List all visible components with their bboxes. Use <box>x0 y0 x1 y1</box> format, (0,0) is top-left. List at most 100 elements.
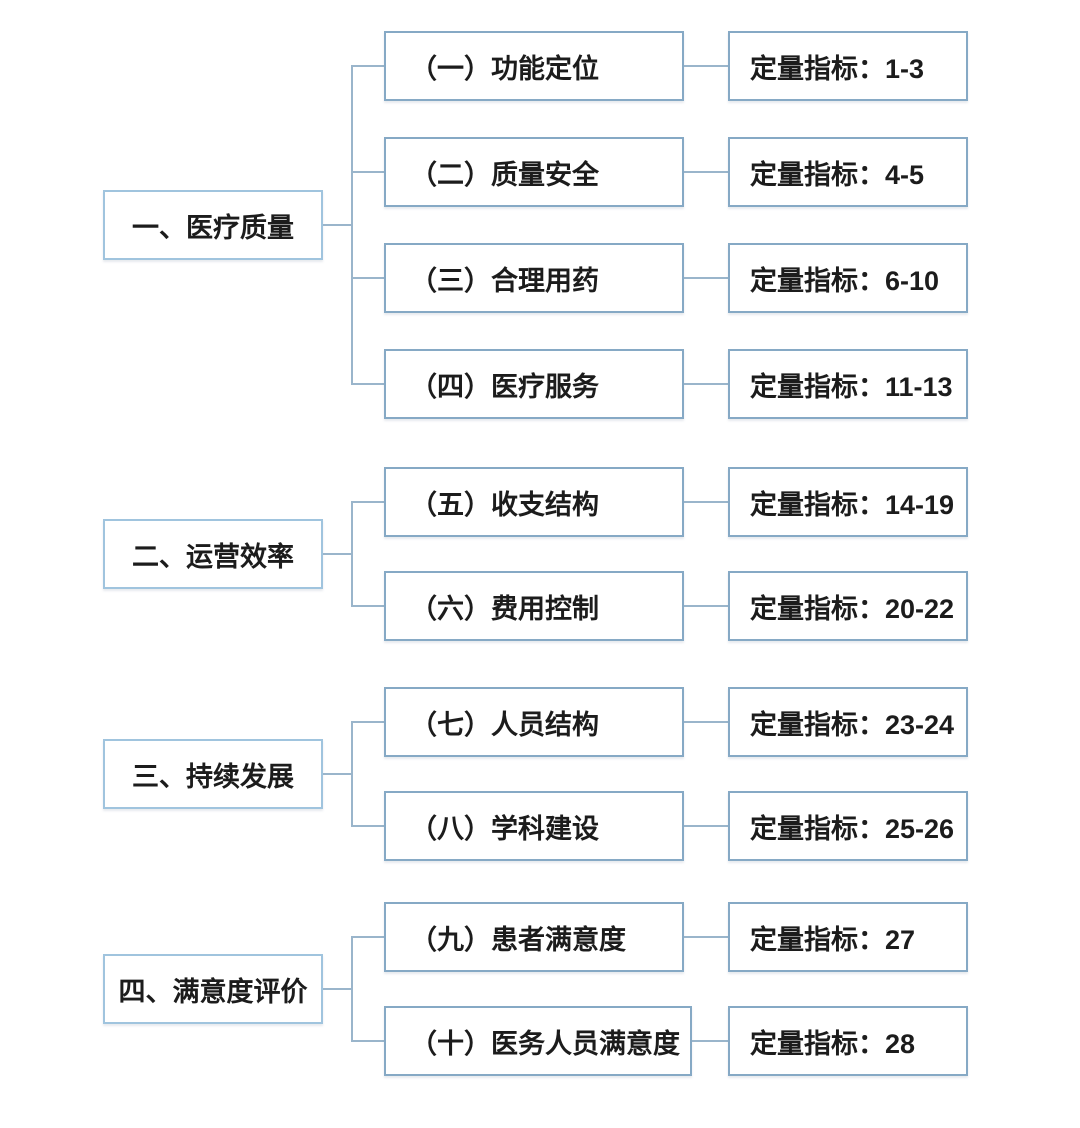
category-label: 二、运营效率 <box>132 541 294 572</box>
indicator-label: 定量指标：1-3 <box>750 53 925 84</box>
indicator-box: 定量指标：6-10 <box>728 243 968 313</box>
subcategory-box: （四）医疗服务 <box>384 349 684 419</box>
connector-branch <box>351 1040 384 1042</box>
subcategory-label: （七）人员结构 <box>410 709 599 740</box>
tree-row: （三）合理用药 定量指标：6-10 <box>351 243 968 313</box>
connector-h-line <box>684 605 728 607</box>
tree-row: （六）费用控制 定量指标：20-22 <box>351 571 968 641</box>
indicator-label: 定量指标：6-10 <box>750 265 940 296</box>
subcategory-slot: （十）医务人员满意度 <box>384 1006 728 1076</box>
subcategory-label: （一）功能定位 <box>410 53 599 84</box>
connector-h-line <box>684 721 728 723</box>
subcategory-box: （六）费用控制 <box>384 571 684 641</box>
category-box: 二、运营效率 <box>103 519 323 589</box>
subcategory-box: （七）人员结构 <box>384 687 684 757</box>
subcategory-label: （十）医务人员满意度 <box>410 1028 680 1059</box>
connector-h-line <box>323 224 351 226</box>
subcategory-box: （三）合理用药 <box>384 243 684 313</box>
subcategory-box: （九）患者满意度 <box>384 902 684 972</box>
connector-h-line <box>692 1040 728 1042</box>
category-group-2: 二、运营效率 （五）收支结构 定量指标：14-19 <box>103 467 1080 641</box>
connector-h-line <box>684 936 728 938</box>
category-group-3: 三、持续发展 （七）人员结构 定量指标：23-24 <box>103 687 1080 861</box>
connector-h-line <box>323 773 351 775</box>
indicator-box: 定量指标：28 <box>728 1006 968 1076</box>
category-label: 三、持续发展 <box>132 761 294 792</box>
tree-row: （八）学科建设 定量指标：25-26 <box>351 791 968 861</box>
indicator-label: 定量指标：14-19 <box>750 489 955 520</box>
connector-h-line <box>323 988 351 990</box>
connector-h-line <box>684 277 728 279</box>
tree-row: （四）医疗服务 定量指标：11-13 <box>351 349 968 419</box>
indicator-box: 定量指标：20-22 <box>728 571 968 641</box>
subcategory-label: （六）费用控制 <box>410 593 599 624</box>
subcategory-label: （三）合理用药 <box>410 265 599 296</box>
subcategory-label: （九）患者满意度 <box>410 924 626 955</box>
children-column: （五）收支结构 定量指标：14-19 （六）费用控制 定量指标：20- <box>351 467 968 641</box>
tree-row: （二）质量安全 定量指标：4-5 <box>351 137 968 207</box>
tree-row: （七）人员结构 定量指标：23-24 <box>351 687 968 757</box>
category-group-1: 一、医疗质量 （一）功能定位 定量指标：1-3 <box>103 31 1080 419</box>
connector-branch <box>351 171 384 173</box>
subcategory-slot: （六）费用控制 <box>384 571 728 641</box>
subcategory-label: （八）学科建设 <box>410 813 599 844</box>
connector-trunk <box>351 502 353 606</box>
children-column: （一）功能定位 定量指标：1-3 （二）质量安全 定量指标：4-5 <box>351 31 968 419</box>
connector-branch <box>351 936 384 938</box>
subcategory-box: （五）收支结构 <box>384 467 684 537</box>
subcategory-slot: （九）患者满意度 <box>384 902 728 972</box>
indicator-label: 定量指标：25-26 <box>750 813 955 844</box>
indicator-box: 定量指标：25-26 <box>728 791 968 861</box>
indicator-label: 定量指标：11-13 <box>750 371 953 402</box>
subcategory-slot: （四）医疗服务 <box>384 349 728 419</box>
connector-h-line <box>323 553 351 555</box>
connector-branch <box>351 605 384 607</box>
connector-branch <box>351 65 384 67</box>
indicator-box: 定量指标：11-13 <box>728 349 968 419</box>
tree-row: （九）患者满意度 定量指标：27 <box>351 902 968 972</box>
indicator-box: 定量指标：1-3 <box>728 31 968 101</box>
subcategory-label: （二）质量安全 <box>410 159 599 190</box>
indicator-label: 定量指标：23-24 <box>750 709 955 740</box>
connector-h-line <box>684 501 728 503</box>
subcategory-box: （八）学科建设 <box>384 791 684 861</box>
subcategory-slot: （七）人员结构 <box>384 687 728 757</box>
connector-branch <box>351 721 384 723</box>
category-label: 四、满意度评价 <box>118 976 308 1007</box>
subcategory-slot: （一）功能定位 <box>384 31 728 101</box>
connector-branch <box>351 501 384 503</box>
children-column: （七）人员结构 定量指标：23-24 （八）学科建设 定量指标：25- <box>351 687 968 861</box>
category-box: 一、医疗质量 <box>103 190 323 260</box>
connector-trunk <box>351 937 353 1041</box>
subcategory-slot: （八）学科建设 <box>384 791 728 861</box>
indicator-label: 定量指标：20-22 <box>750 593 955 624</box>
tree-row: （十）医务人员满意度 定量指标：28 <box>351 1006 968 1076</box>
connector-trunk <box>351 66 353 384</box>
connector-h-line <box>684 825 728 827</box>
children-column: （九）患者满意度 定量指标：27 （十）医务人员满意度 定量指标：28 <box>351 902 968 1076</box>
connector-h-line <box>684 171 728 173</box>
subcategory-box: （二）质量安全 <box>384 137 684 207</box>
indicator-label: 定量指标：28 <box>750 1028 916 1059</box>
subcategory-slot: （二）质量安全 <box>384 137 728 207</box>
subcategory-label: （五）收支结构 <box>410 489 599 520</box>
indicator-box: 定量指标：4-5 <box>728 137 968 207</box>
category-box: 三、持续发展 <box>103 739 323 809</box>
indicator-label: 定量指标：4-5 <box>750 159 925 190</box>
category-group-4: 四、满意度评价 （九）患者满意度 定量指标：27 <box>103 902 1080 1076</box>
indicator-label: 定量指标：27 <box>750 924 916 955</box>
indicator-box: 定量指标：23-24 <box>728 687 968 757</box>
subcategory-slot: （三）合理用药 <box>384 243 728 313</box>
connector-trunk <box>351 722 353 826</box>
connector-h-line <box>684 383 728 385</box>
category-label: 一、医疗质量 <box>132 212 294 243</box>
subcategory-box: （十）医务人员满意度 <box>384 1006 692 1076</box>
connector-h-line <box>684 65 728 67</box>
subcategory-label: （四）医疗服务 <box>410 371 599 402</box>
connector-branch <box>351 383 384 385</box>
tree-row: （五）收支结构 定量指标：14-19 <box>351 467 968 537</box>
category-box: 四、满意度评价 <box>103 954 323 1024</box>
subcategory-slot: （五）收支结构 <box>384 467 728 537</box>
connector-branch <box>351 277 384 279</box>
